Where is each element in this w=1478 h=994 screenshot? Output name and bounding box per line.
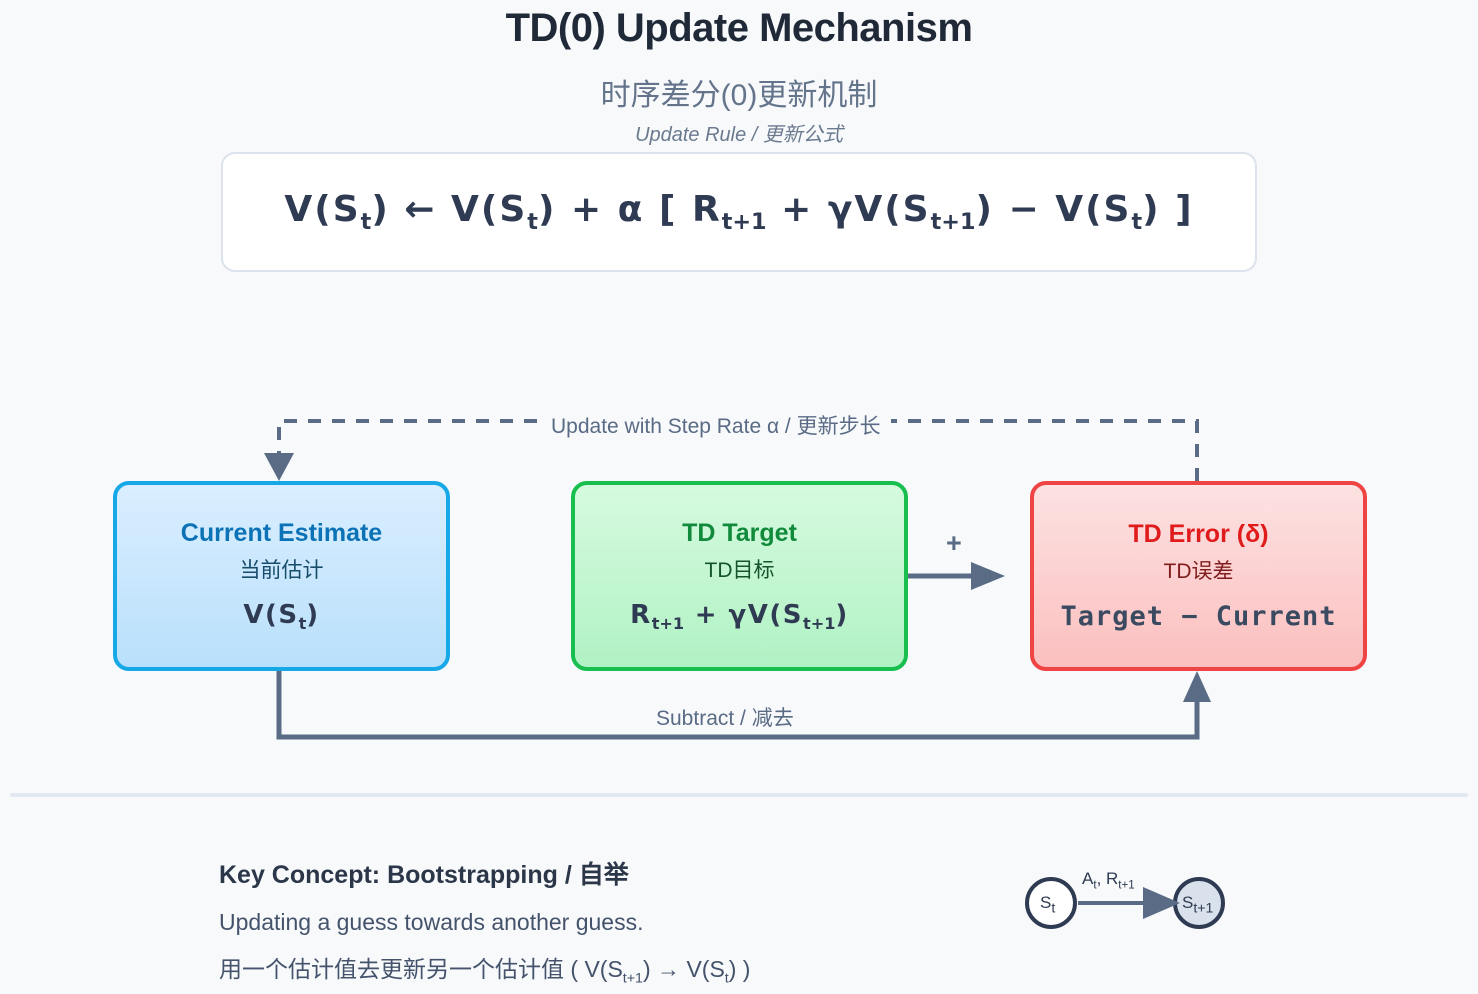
formula-minus: − [1008,188,1041,230]
node-td-error-subtitle: TD误差 [1163,560,1234,583]
node-current-formula-sub: t [298,614,307,634]
node-current-formula-main: V(S [243,599,299,630]
edge-subtract-arrowhead [1183,671,1211,702]
state-node-st-label: St [1040,893,1055,916]
state-st1-sub: t+1 [1193,900,1214,917]
node-target-formula-r: R [630,599,652,630]
key-concept-title: Key Concept: Bootstrapping / 自举 [219,861,629,889]
node-target-formula-r-sub: t+1 [651,614,685,634]
state-transition-arrowhead [1143,887,1180,919]
formula-v-st-rhs: V(S [451,188,528,230]
formula-plus-2: + [781,188,814,230]
key-concept-line-chinese: 用一个估计值去更新另一个估计值 ( V(St+1) → V(St) ) [219,950,750,987]
plus-operator-symbol: + [946,528,962,558]
formula-gamma-v: γV(S [827,188,931,230]
node-td-error-formula: Target − Current [1060,601,1337,632]
key-concept-cn-mid: ) → V(S [643,956,725,982]
key-concept-cn-sub2: t [724,970,729,987]
page-title: TD(0) Update Mechanism [505,6,973,50]
node-td-target-title: TD Target [682,518,797,547]
node-current-estimate-formula: V(St) [243,600,319,633]
node-current-estimate-title: Current Estimate [180,518,383,547]
state-transition-action-sub: t [1093,879,1097,892]
state-transition-reward-sub: t+1 [1118,879,1135,892]
formula-sub-t-1: t [360,209,372,236]
state-node-st1-label: St+1 [1182,893,1213,916]
node-td-error-title: TD Error (δ) [1128,520,1269,548]
edge-target-to-error-arrowhead [971,562,1005,590]
state-transition-reward: , R [1096,869,1119,888]
state-transition-action: A [1082,869,1094,888]
formula-bracket-open: [ [658,188,678,230]
page-subtitle-chinese: 时序差分(0)更新机制 [600,79,878,112]
key-concept-cn-sub1: t+1 [622,970,643,987]
formula-plus-1: + [570,188,604,230]
key-concept-cn-post: ) ) [728,956,751,982]
formula-close-4: ) [1142,188,1161,230]
node-td-target[interactable]: TD Target TD目标 Rt+1 + γV(St+1) [571,481,908,671]
key-concept-line-english: Updating a guess towards another guess. [219,909,644,935]
formula-assign-arrow: ← [404,188,437,230]
update-rule-formula-box: V(St) ← V(St) + α [ Rt+1 + γV(St+1) − V(… [221,152,1257,272]
formula-close-3: ) [975,188,994,230]
formula-bracket-close: ] [1175,188,1194,230]
node-target-formula-close: ) [835,599,849,630]
node-current-estimate[interactable]: Current Estimate 当前估计 V(St) [113,481,450,671]
state-transition-label: At, Rt+1 [1082,869,1135,891]
state-st-sub: t [1051,900,1056,917]
state-st1-letter: S [1182,893,1194,912]
update-rule-formula: V(St) ← V(St) + α [ Rt+1 + γV(St+1) − V(… [284,189,1193,235]
formula-v-st-sub: V(S [1055,188,1132,230]
node-target-formula-plus: + [694,599,718,630]
node-target-formula-gv-sub: t+1 [803,614,836,634]
formula-close-2: ) [537,188,557,230]
formula-sub-t-2: t [527,209,538,236]
formula-reward: R [691,188,722,230]
node-current-estimate-subtitle: 当前估计 [239,558,324,582]
formula-v-st-lhs: V(S [284,188,361,230]
node-td-target-subtitle: TD目标 [704,558,775,582]
state-st-letter: S [1040,893,1052,912]
node-td-error[interactable]: TD Error (δ) TD误差 Target − Current [1030,481,1367,671]
formula-sub-t-3: t [1131,209,1143,236]
section-divider [10,793,1468,797]
formula-sub-reward: t+1 [721,209,767,236]
formula-alpha: α [617,188,645,230]
update-rule-label: Update Rule / 更新公式 [635,124,843,146]
edge-label-update: Update with Step Rate α / 更新步长 [541,410,891,440]
edge-label-subtract: Subtract / 减去 [646,702,804,732]
node-td-target-formula: Rt+1 + γV(St+1) [630,600,849,633]
node-target-formula-gv: γV(S [728,599,803,630]
formula-close-1: ) [371,188,390,230]
edge-update-arrowhead [264,453,294,481]
formula-sub-next: t+1 [930,209,976,236]
node-current-formula-close: ) [306,599,320,630]
key-concept-cn-pre: 用一个估计值去更新另一个估计值 ( V(S [219,956,623,982]
